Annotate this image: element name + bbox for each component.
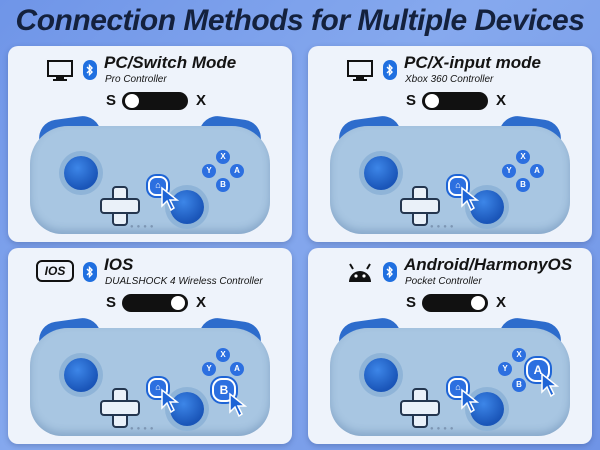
switch-track [122,92,188,110]
switch-label-x: X [496,92,507,109]
switch-label-s: S [406,92,417,109]
mode-title: IOS [104,255,134,274]
switch-label-s: S [106,92,117,109]
face-button-b: B [216,178,230,192]
indicator-lights: ●●●● [430,224,457,230]
card-header: PC/Switch Mode Pro Controller [8,52,292,88]
switch-label-s: S [406,294,417,311]
cursor-icon [161,186,180,212]
right-stick [470,190,504,224]
card-pc-xinput: PC/X-input mode Xbox 360 Controller S X … [308,46,592,242]
dpad [400,198,440,214]
android-icon [349,263,371,282]
indicator-lights: ●●●● [130,224,157,230]
face-button-a: A [230,164,244,178]
switch-knob [471,296,485,310]
switch-knob [425,94,439,108]
bluetooth-icon [383,262,397,282]
face-button-b: B [516,178,530,192]
mode-title: Android/HarmonyOS [404,255,573,274]
controller-illustration: X Y A B ⌂ ●●●● [30,315,270,438]
left-stick [364,358,398,392]
left-stick [64,358,98,392]
indicator-lights: ●●●● [430,426,457,432]
face-button-a: A [230,362,244,376]
switch-track [422,92,488,110]
bluetooth-icon [83,262,97,282]
face-button-x: X [216,348,230,362]
face-button-a: A [530,164,544,178]
monitor-icon [47,60,73,81]
right-stick [470,392,504,426]
ios-icon: IOS [36,260,74,282]
face-button-y: Y [498,362,512,376]
cursor-icon [541,372,560,398]
mode-switch[interactable]: S X [106,90,216,112]
mode-title: PC/Switch Mode [104,53,237,72]
card-header: PC/X-input mode Xbox 360 Controller [308,52,592,88]
dpad [100,198,140,214]
card-android: Android/HarmonyOS Pocket Controller S X … [308,248,592,444]
face-button-y: Y [202,362,216,376]
switch-label-s: S [106,294,117,311]
card-ios: IOS IOS DUALSHOCK 4 Wireless Controller … [8,248,292,444]
switch-label-x: X [196,92,207,109]
controller-illustration: X Y A B ⌂ ●●●● [330,113,570,236]
card-pc-switch: PC/Switch Mode Pro Controller S X X Y A … [8,46,292,242]
right-stick [170,190,204,224]
switch-track [422,294,488,312]
dpad [400,400,440,416]
controller-illustration: X Y A B ⌂ ●●●● [330,315,570,438]
switch-knob [125,94,139,108]
right-stick [170,392,204,426]
monitor-icon [347,60,373,81]
face-button-x: X [516,150,530,164]
face-button-x: X [512,348,526,362]
mode-switch[interactable]: S X [406,292,516,314]
mode-subtitle: Xbox 360 Controller [405,74,494,85]
cursor-icon [229,392,248,418]
page-headline: Connection Methods for Multiple Devices [15,4,585,37]
face-button-y: Y [502,164,516,178]
face-button-x: X [216,150,230,164]
switch-track [122,294,188,312]
card-header: IOS IOS DUALSHOCK 4 Wireless Controller [8,254,292,290]
left-stick [64,156,98,190]
dpad [100,400,140,416]
controller-illustration: X Y A B ⌂ ●●●● [30,113,270,236]
indicator-lights: ●●●● [130,426,157,432]
cursor-icon [461,186,480,212]
mode-switch[interactable]: S X [406,90,516,112]
face-button-b: B [512,378,526,392]
cursor-icon [461,388,480,414]
mode-subtitle: Pro Controller [105,74,167,85]
mode-subtitle: DUALSHOCK 4 Wireless Controller [105,276,263,287]
cursor-icon [161,388,180,414]
mode-subtitle: Pocket Controller [405,276,482,287]
bluetooth-icon [83,60,97,80]
switch-label-x: X [196,294,207,311]
card-header: Android/HarmonyOS Pocket Controller [308,254,592,290]
left-stick [364,156,398,190]
mode-title: PC/X-input mode [404,53,541,72]
switch-knob [171,296,185,310]
switch-label-x: X [496,294,507,311]
mode-switch[interactable]: S X [106,292,216,314]
bluetooth-icon [383,60,397,80]
face-button-y: Y [202,164,216,178]
